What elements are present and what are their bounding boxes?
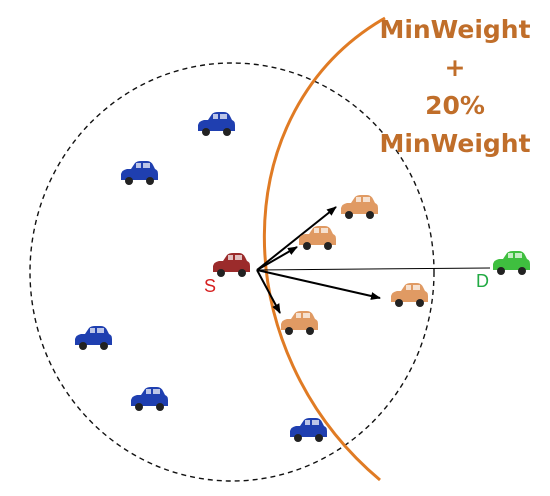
destination-vehicle <box>493 251 530 275</box>
title-line-2: + <box>445 53 466 82</box>
source-label: S <box>204 276 216 296</box>
arrow-to-candidate-1 <box>256 206 337 271</box>
arrow-to-candidate-4 <box>256 269 281 314</box>
car-icon <box>299 226 336 250</box>
car-icon <box>198 112 235 136</box>
car-icon <box>75 326 112 350</box>
arrow-to-candidate-2 <box>256 246 298 271</box>
candidate-vehicles <box>281 195 428 335</box>
title-line-4: MinWeight <box>379 129 530 158</box>
destination-label: D <box>476 271 489 291</box>
boundary-arc <box>262 16 386 482</box>
forwarding-arrows <box>256 206 381 314</box>
car-icon <box>391 283 428 307</box>
title-line-1: MinWeight <box>379 15 530 44</box>
car-icon <box>121 161 158 185</box>
range-circle <box>29 62 435 482</box>
car-icon <box>131 387 168 411</box>
car-icon <box>493 251 530 275</box>
source-destination-line <box>256 267 491 271</box>
car-icon <box>213 253 250 277</box>
title-line-3: 20% <box>425 91 485 120</box>
car-icon <box>290 418 327 442</box>
car-icon <box>281 311 318 335</box>
car-icon <box>341 195 378 219</box>
source-vehicle <box>213 253 250 277</box>
arrow-to-candidate-3 <box>256 269 381 300</box>
boundary-title: MinWeight + 20% MinWeight <box>379 15 530 158</box>
